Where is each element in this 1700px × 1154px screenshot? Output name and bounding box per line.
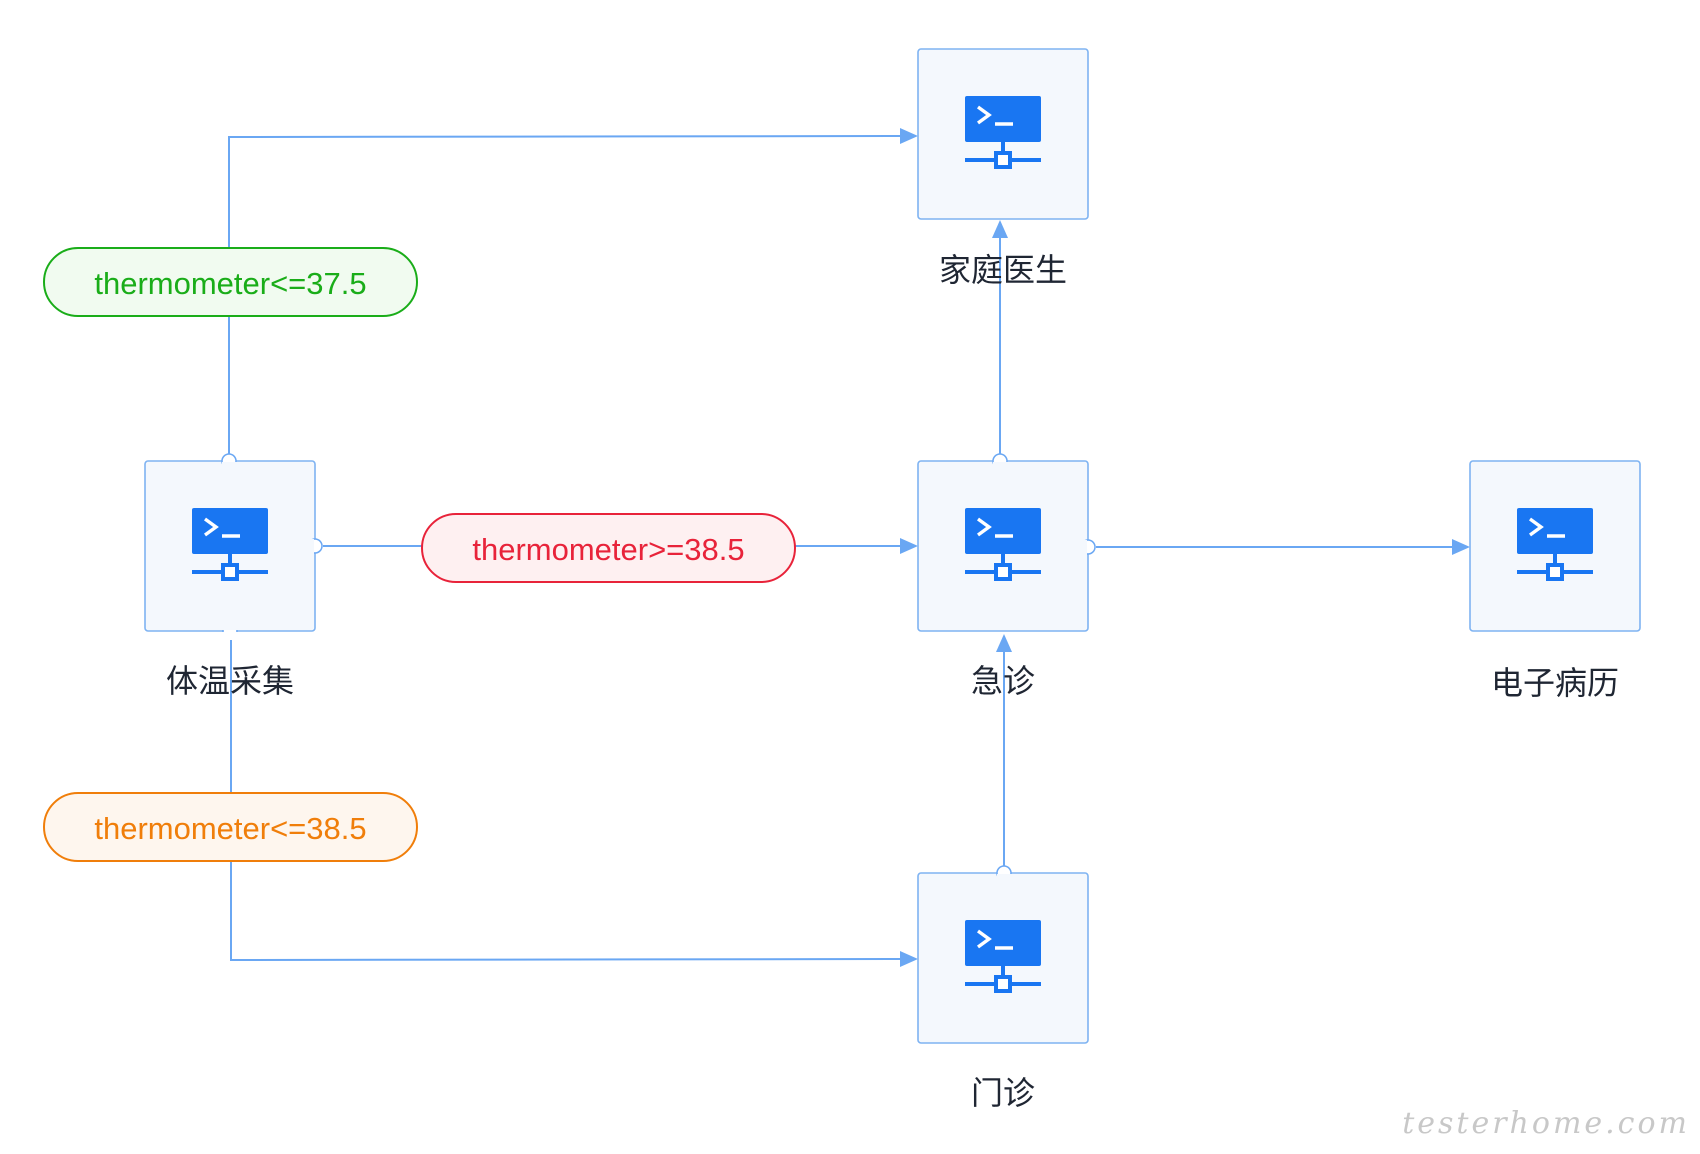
condition-label-le-37-5: thermometer<=37.5 (94, 266, 366, 301)
node-label-outpatient: 门诊 (971, 1074, 1035, 1112)
condition-pill-ge-38-5[interactable]: thermometer>=38.5 (421, 513, 796, 583)
condition-pill-le-38-5[interactable]: thermometer<=38.5 (43, 792, 418, 862)
node-emr[interactable] (1469, 460, 1641, 632)
edge-temperature-to-outpatient[interactable] (230, 640, 918, 967)
edge-emergency-to-family-doctor[interactable] (992, 220, 1008, 454)
node-temperature-collection[interactable] (140, 453, 323, 639)
edge-emergency-to-emr[interactable] (1096, 539, 1470, 555)
condition-pill-le-37-5[interactable]: thermometer<=37.5 (43, 247, 418, 317)
condition-label-le-38-5: thermometer<=38.5 (94, 811, 366, 846)
node-label-emr: 电子病历 (1491, 664, 1619, 702)
node-outpatient[interactable] (917, 865, 1089, 1044)
node-label-emergency: 急诊 (971, 662, 1035, 700)
node-family-doctor[interactable] (917, 48, 1089, 220)
edge-outpatient-to-emergency[interactable] (996, 634, 1012, 866)
node-emergency[interactable] (917, 453, 1096, 632)
condition-label-ge-38-5: thermometer>=38.5 (472, 532, 744, 567)
watermark: testerhome.com (1402, 1106, 1690, 1141)
condition-pill-le-38-5-border (43, 792, 418, 862)
node-label-family-doctor: 家庭医生 (939, 251, 1067, 289)
node-label-temperature-collection: 体温采集 (166, 662, 294, 700)
condition-pill-ge-38-5-border (421, 513, 796, 583)
condition-pill-le-37-5-border (43, 247, 418, 317)
edge-temperature-to-family-doctor[interactable] (228, 128, 918, 454)
